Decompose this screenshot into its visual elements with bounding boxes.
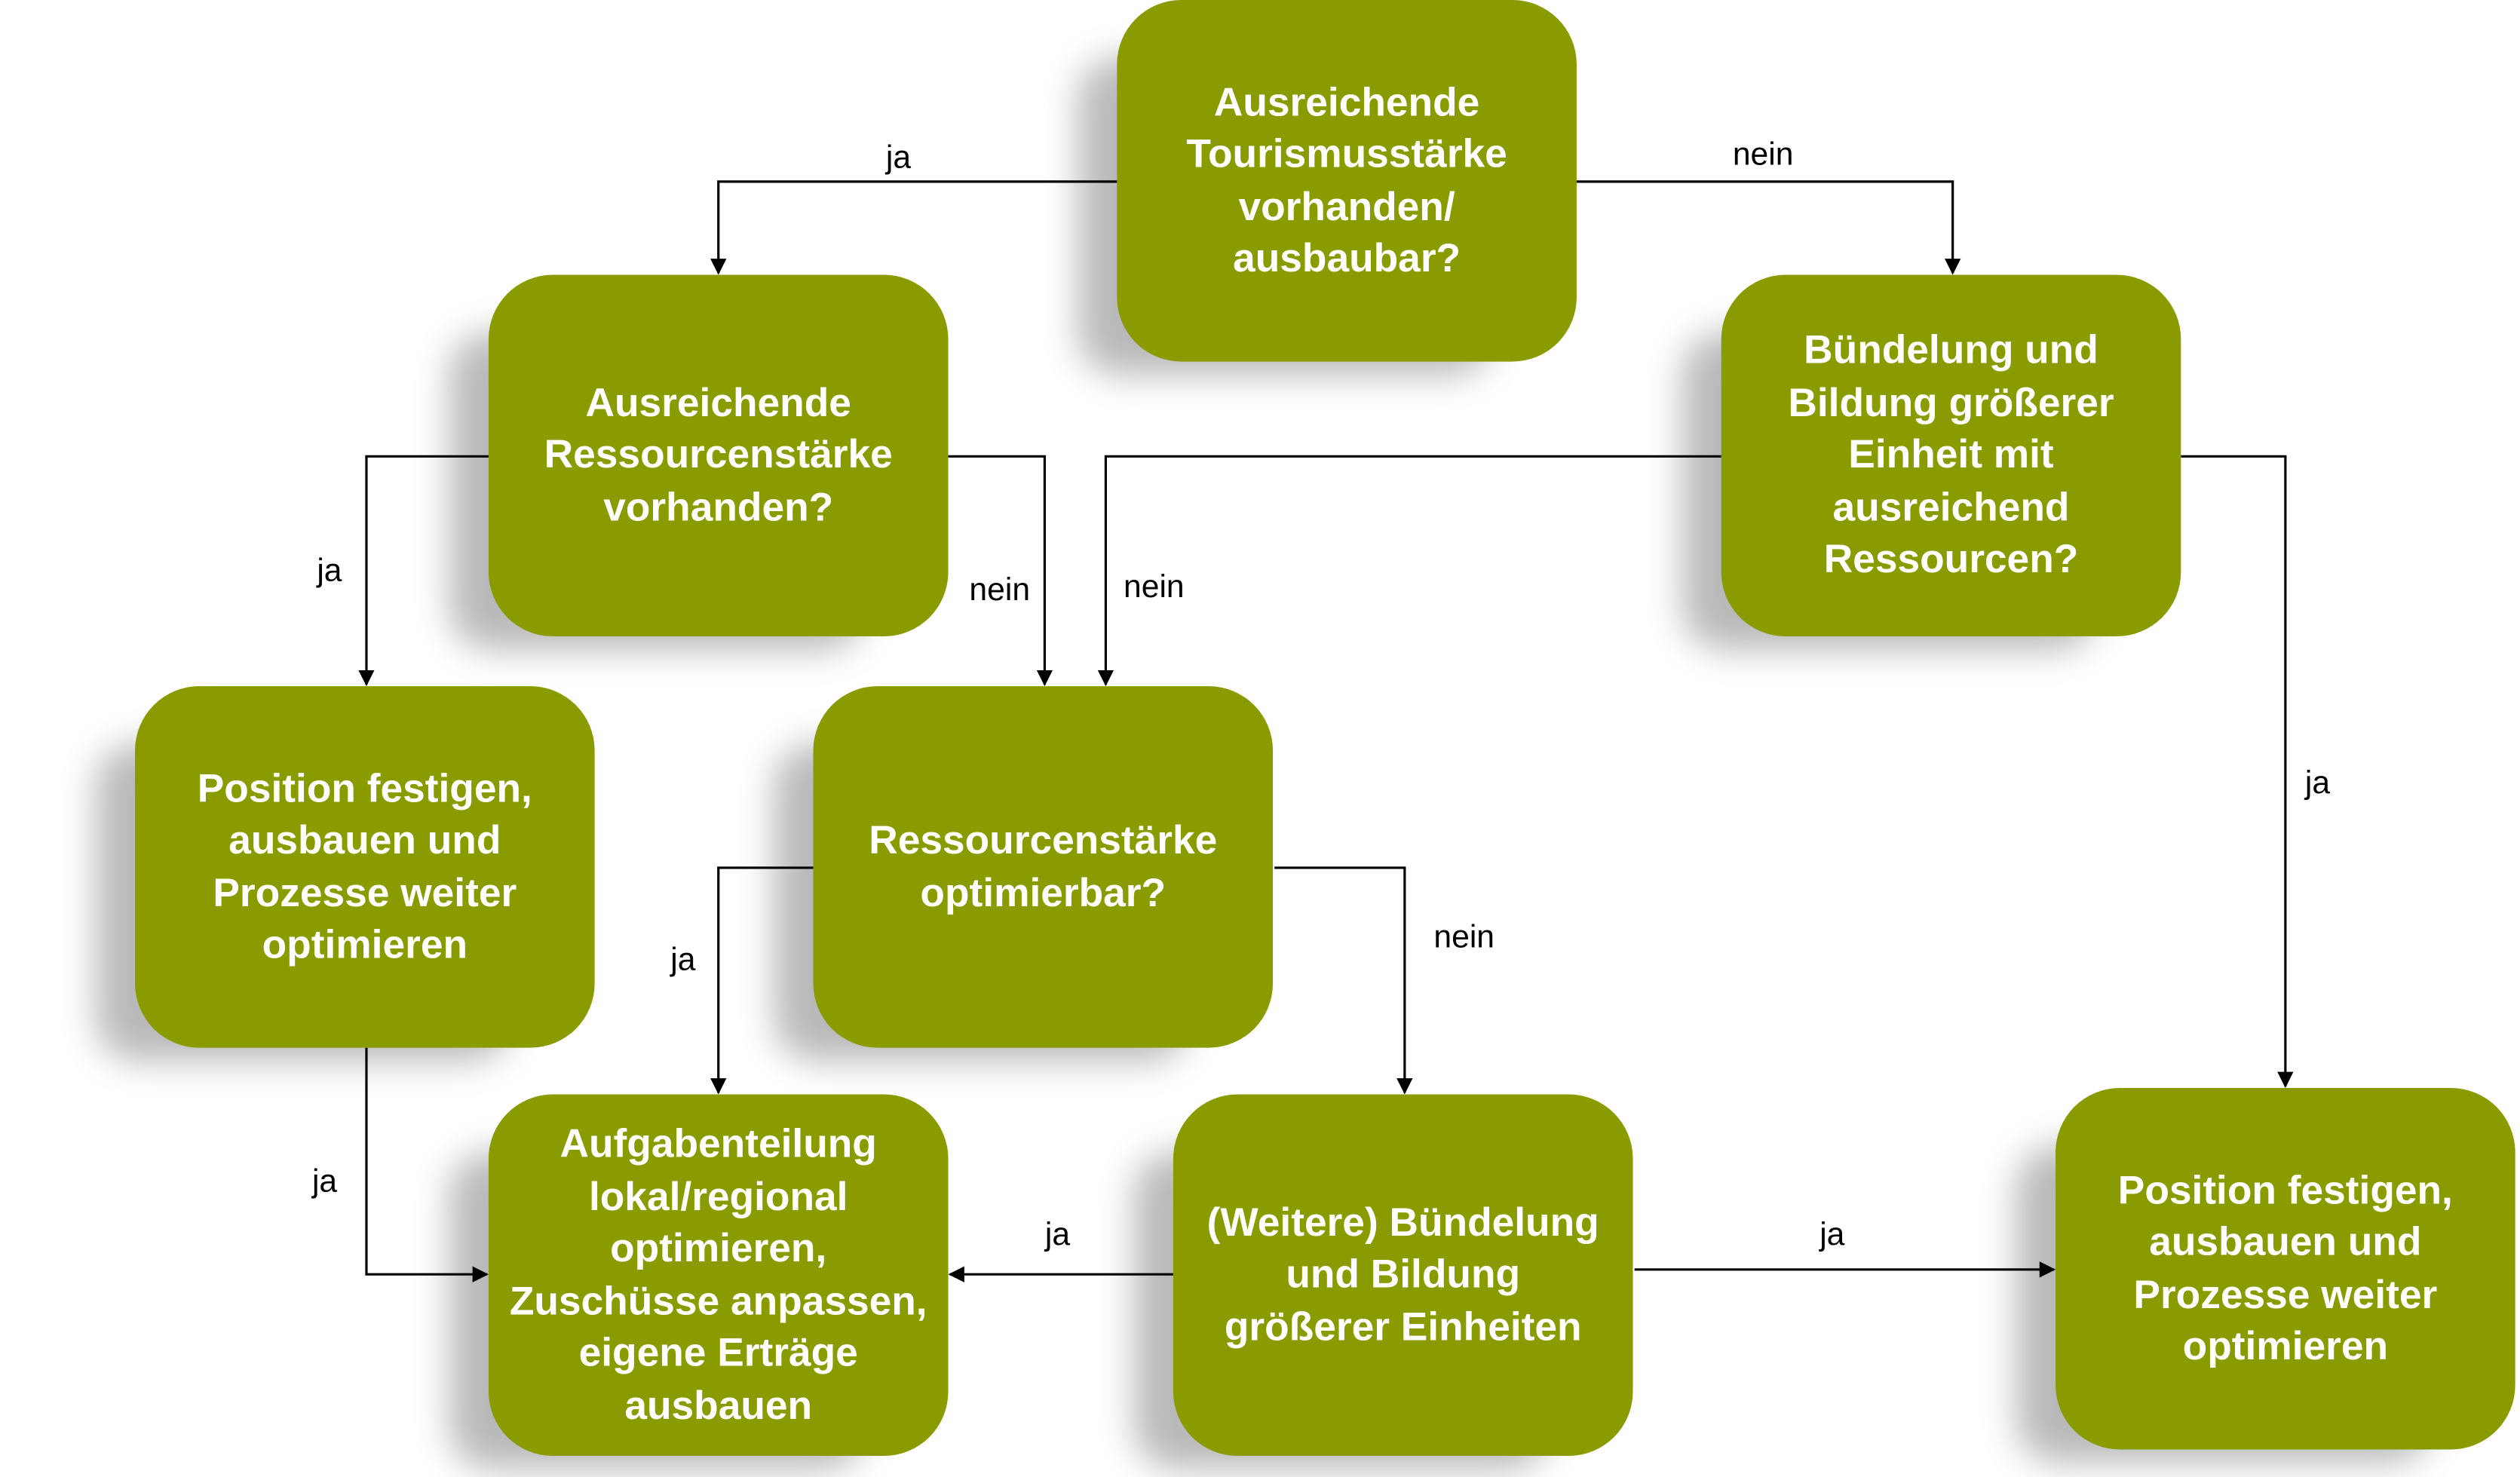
action-further-bundling: (Weitere) Bündelung und Bildung größerer… [1173,1094,1633,1457]
arrow-resources-yes [358,455,489,687]
label-optimizable-yes: ja [670,942,696,978]
label-optimizable-no: nein [1433,920,1495,956]
arrow-tourism-yes [710,180,1117,275]
arrow-optimizable-no [1274,866,1413,1095]
label-bundling-yes: ja [2304,765,2331,801]
label-further-to-position: ja [1819,1217,1845,1253]
decision-tourism: Ausreichende Tourismusstärke vorhanden/ … [1117,0,1577,362]
action-position-right: Position festigen, ausbauen und Prozesse… [2056,1087,2515,1450]
arrow-tourism-no [1574,180,1961,275]
label-resources-yes: ja [317,553,342,590]
arrow-bundling-yes [2181,455,2294,1088]
label-resources-no: nein [969,572,1031,608]
label-tourism-no: nein [1732,137,1794,173]
decision-bundling: Bündelung und Bildung größerer Einheit m… [1721,274,2181,637]
action-tasks: Aufgabenteilung lokal/regional optimiere… [488,1094,949,1457]
arrow-optimizable-yes [710,866,814,1095]
arrow-bundling-no [1097,455,1721,687]
label-position-left-yes: ja [311,1164,338,1200]
decision-optimizable: Ressourcenstärke optimierbar? [813,686,1274,1048]
decision-resources: Ausreichende Ressourcenstärke vorhanden? [488,274,949,637]
arrow-position-left-yes [365,1047,489,1282]
label-tourism-yes: ja [885,140,912,176]
label-bundling-no: nein [1124,569,1185,605]
action-position-left: Position festigen, ausbauen und Prozesse… [135,686,595,1048]
arrow-resources-no [948,455,1053,687]
label-further-to-tasks: ja [1044,1217,1071,1253]
